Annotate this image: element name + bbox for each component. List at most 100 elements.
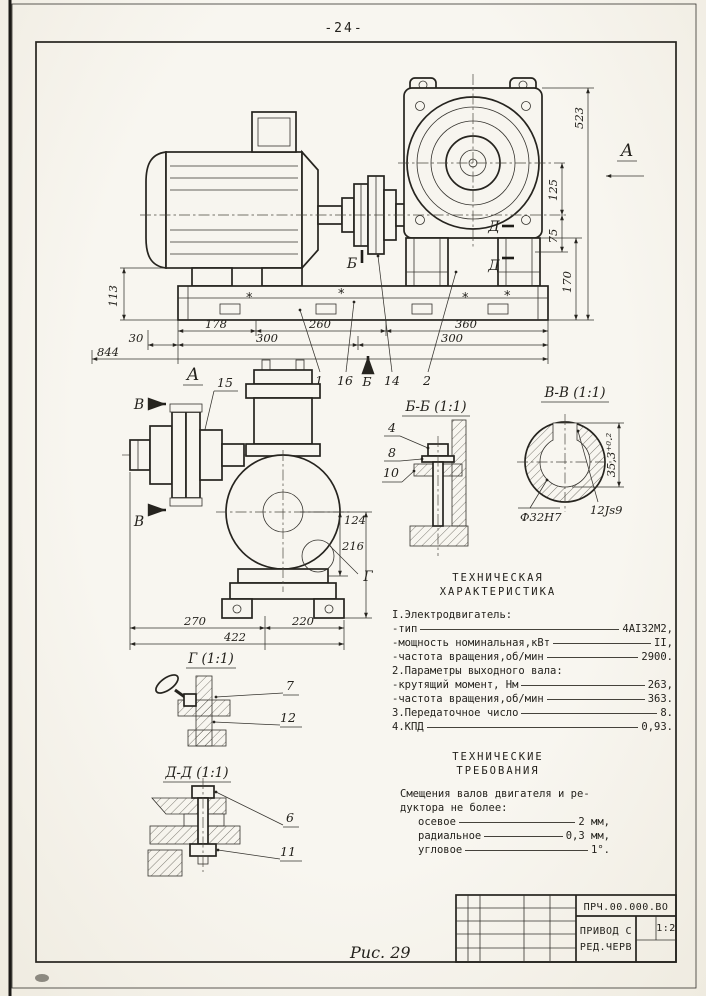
leader-line [553, 643, 652, 644]
row-value: 0,93 [641, 721, 667, 733]
row-label: 3.Передаточное число [392, 707, 519, 719]
main-view-centerlines [140, 74, 568, 248]
tech-char-heading-output: 2.Параметры выходного вала: [392, 664, 673, 678]
tech-req-title: ТЕХНИЧЕСКИЕ ТРЕБОВАНИЯ [392, 750, 604, 778]
dim-125: 125 [546, 179, 560, 201]
dim-bore: Ф32Н7 [520, 510, 562, 524]
callout-1: 1 [315, 373, 323, 388]
row-value: 2 мм [578, 816, 604, 828]
view-a-label: А [186, 365, 200, 385]
dim-124: 124 [344, 513, 366, 527]
leader-line [420, 629, 620, 630]
main-view-part-callouts: 1 16 Б 14 2 [298, 254, 458, 389]
weld-mark: * [504, 289, 511, 304]
row-value: 2900 [641, 651, 667, 663]
leader-line [546, 657, 639, 658]
leader-line [521, 713, 658, 714]
section-dd-title: Д-Д (1:1) [164, 765, 228, 781]
leader-line [465, 850, 589, 851]
motor-foot-right [261, 267, 303, 287]
view-direction-arrow: А [606, 141, 644, 178]
motor-body [165, 151, 303, 269]
reducer-side-view [216, 359, 352, 619]
row-tail: , [666, 679, 673, 691]
reducer-foot-left [405, 237, 449, 287]
row-tail: . [666, 693, 673, 705]
section-mark-v-top: В [133, 397, 144, 413]
callout-16: 16 [337, 373, 353, 388]
title-block: ПРЧ.00.000.ВО ПРИВОД С РЕД.ЧЕРВ 1:2 [455, 894, 677, 963]
leader-line [546, 699, 645, 700]
weld-mark: * [462, 291, 469, 306]
heading-text: I.Электродвигатель: [392, 609, 513, 621]
motor-foot-left [191, 267, 233, 287]
callout-7: 7 [286, 678, 294, 693]
dim-422: 422 [223, 630, 246, 644]
tech-req-intro-line1: Смещения валов двигателя и ре- [400, 788, 590, 800]
weld-mark: * [338, 287, 345, 302]
row-tail: . [603, 844, 610, 856]
drawing-name-line2: РЕД.ЧЕРВ [580, 942, 632, 953]
dim-key-height: 35,3⁺⁰·² [604, 432, 618, 477]
row-label: -крутящий момент, Нм [392, 679, 519, 691]
shaft-hub-section [525, 422, 605, 502]
row-tail: , [666, 623, 673, 635]
section-mark-b: Б [346, 256, 357, 272]
section-mark-d-upper: Д [487, 219, 500, 235]
motor-terminal-box [251, 111, 297, 153]
row-tail: . [666, 707, 673, 719]
callout-2: 2 [422, 373, 431, 388]
row-tail: . [666, 721, 673, 733]
section-mark-d-lower: Д [487, 258, 500, 274]
motor-end-shield [301, 149, 319, 271]
row-value: 8 [660, 707, 667, 719]
tech-char-title-line1: ТЕХНИЧЕСКАЯ [452, 572, 544, 584]
main-assembly-view: * * * * 523 125 75 170 [91, 74, 644, 389]
row-tail: , [666, 637, 673, 649]
reducer-top-cap [253, 369, 313, 385]
dim-220: 220 [291, 614, 314, 628]
row-label: угловое [418, 844, 463, 856]
callout-6: 6 [286, 810, 294, 825]
motor-fan-cover [145, 151, 167, 269]
view-arrow-label: А [620, 141, 634, 161]
dim-30: 30 [129, 331, 144, 345]
row-tail: , [603, 816, 610, 828]
dim-523: 523 [572, 107, 586, 129]
electric-motor [145, 111, 343, 287]
section-vv-title: В-В (1:1) [544, 385, 606, 401]
dim-216: 216 [341, 539, 364, 553]
tech-char-row-efficiency: 4.КПД 0,93. [392, 720, 673, 734]
section-mark-b-bottom: Б [361, 374, 371, 389]
reducer-foot-right [497, 237, 541, 287]
dim-113: 113 [106, 285, 120, 307]
dim-300-left: 300 [256, 331, 278, 345]
detail-g-title: Г (1:1) [187, 651, 234, 667]
dim-360: 360 [455, 317, 477, 331]
handle-knob [155, 674, 179, 694]
row-label: -частота вращения,об/мин [392, 693, 544, 705]
leader-line [484, 836, 563, 837]
callout-15: 15 [217, 375, 233, 390]
row-label: радиальное [418, 830, 482, 842]
section-mark-v-bottom: В [133, 514, 144, 530]
section-bb-title: Б-Б (1:1) [405, 399, 467, 415]
heading-text: 2.Параметры выходного вала: [392, 665, 563, 677]
row-label: 4.КПД [392, 721, 424, 733]
tech-char-heading-motor: I.Электродвигатель: [392, 608, 673, 622]
row-value: II [654, 637, 667, 649]
callout-10: 10 [383, 465, 399, 480]
row-value: 263 [647, 679, 667, 691]
tech-char-row-ratio: 3.Передаточное число 8. [392, 706, 673, 720]
dim-260: 260 [308, 317, 331, 331]
view-a-dimensions: 124 216 270 220 422 [129, 472, 372, 650]
technical-requirements: ТЕХНИЧЕСКИЕ ТРЕБОВАНИЯ Смещения валов дв… [392, 750, 670, 857]
dim-844: 844 [97, 345, 119, 359]
dim-170: 170 [560, 271, 574, 293]
drawing-scale: 1:2 [656, 923, 676, 934]
